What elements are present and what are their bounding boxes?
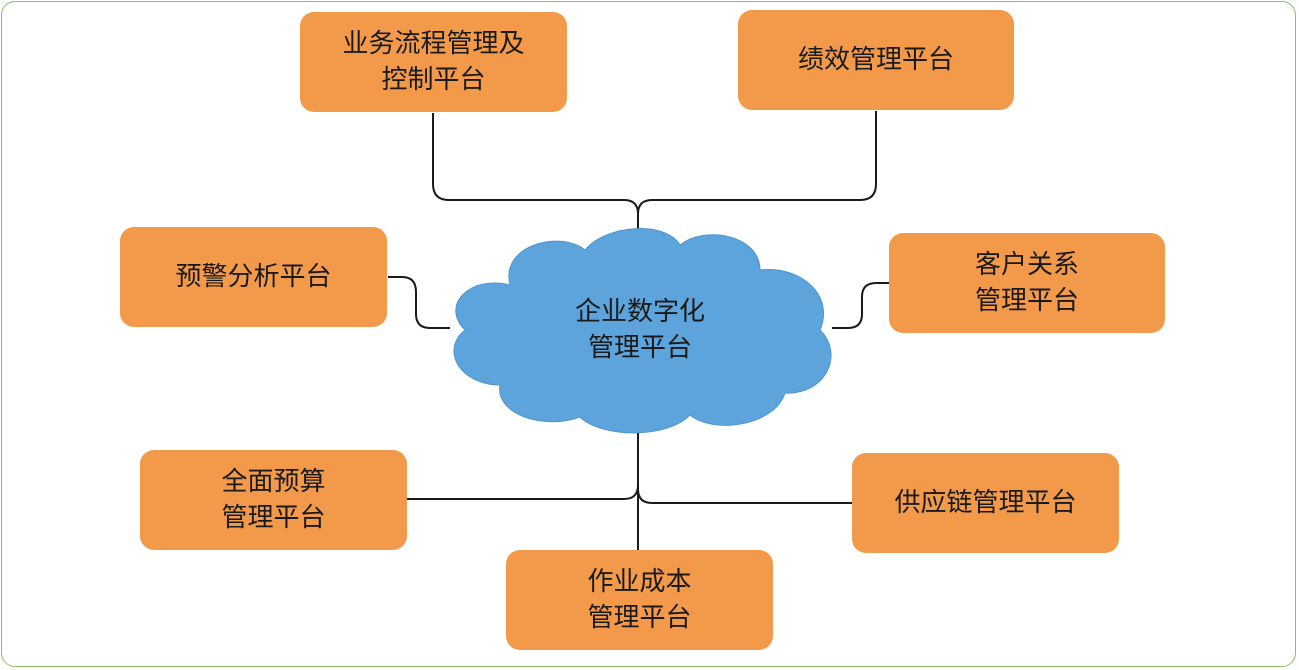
node-early-warning-analysis-label: 预警分析平台	[175, 262, 332, 292]
central-platform-cloud: 企业数字化 管理平台	[440, 225, 840, 435]
node-performance-management-label: 绩效管理平台	[797, 45, 954, 75]
node-business-process-control-label: 业务流程管理及 控制平台	[342, 29, 525, 95]
node-customer-relationship: 客户关系 管理平台	[889, 233, 1165, 333]
connector-crm	[832, 282, 889, 329]
node-comprehensive-budget-label: 全面预算 管理平台	[221, 467, 326, 533]
node-early-warning-analysis: 预警分析平台	[120, 227, 387, 327]
connector-bpm	[432, 113, 639, 232]
node-performance-management: 绩效管理平台	[738, 10, 1014, 110]
node-business-process-control: 业务流程管理及 控制平台	[300, 12, 567, 112]
node-supply-chain-management: 供应链管理平台	[852, 453, 1119, 553]
node-comprehensive-budget: 全面预算 管理平台	[140, 450, 407, 550]
connector-supply-chain	[637, 488, 852, 504]
node-supply-chain-management-label: 供应链管理平台	[894, 488, 1077, 518]
central-platform-label: 企业数字化 管理平台	[574, 297, 705, 363]
node-activity-cost-management-label: 作业成本 管理平台	[587, 567, 692, 633]
connector-budget	[407, 484, 639, 500]
cloud-shape	[453, 228, 832, 434]
connector-early-warning	[388, 276, 450, 329]
connector-performance	[637, 111, 877, 215]
node-activity-cost-management: 作业成本 管理平台	[506, 550, 773, 650]
node-customer-relationship-label: 客户关系 管理平台	[974, 250, 1079, 316]
cloud-path	[453, 228, 832, 434]
